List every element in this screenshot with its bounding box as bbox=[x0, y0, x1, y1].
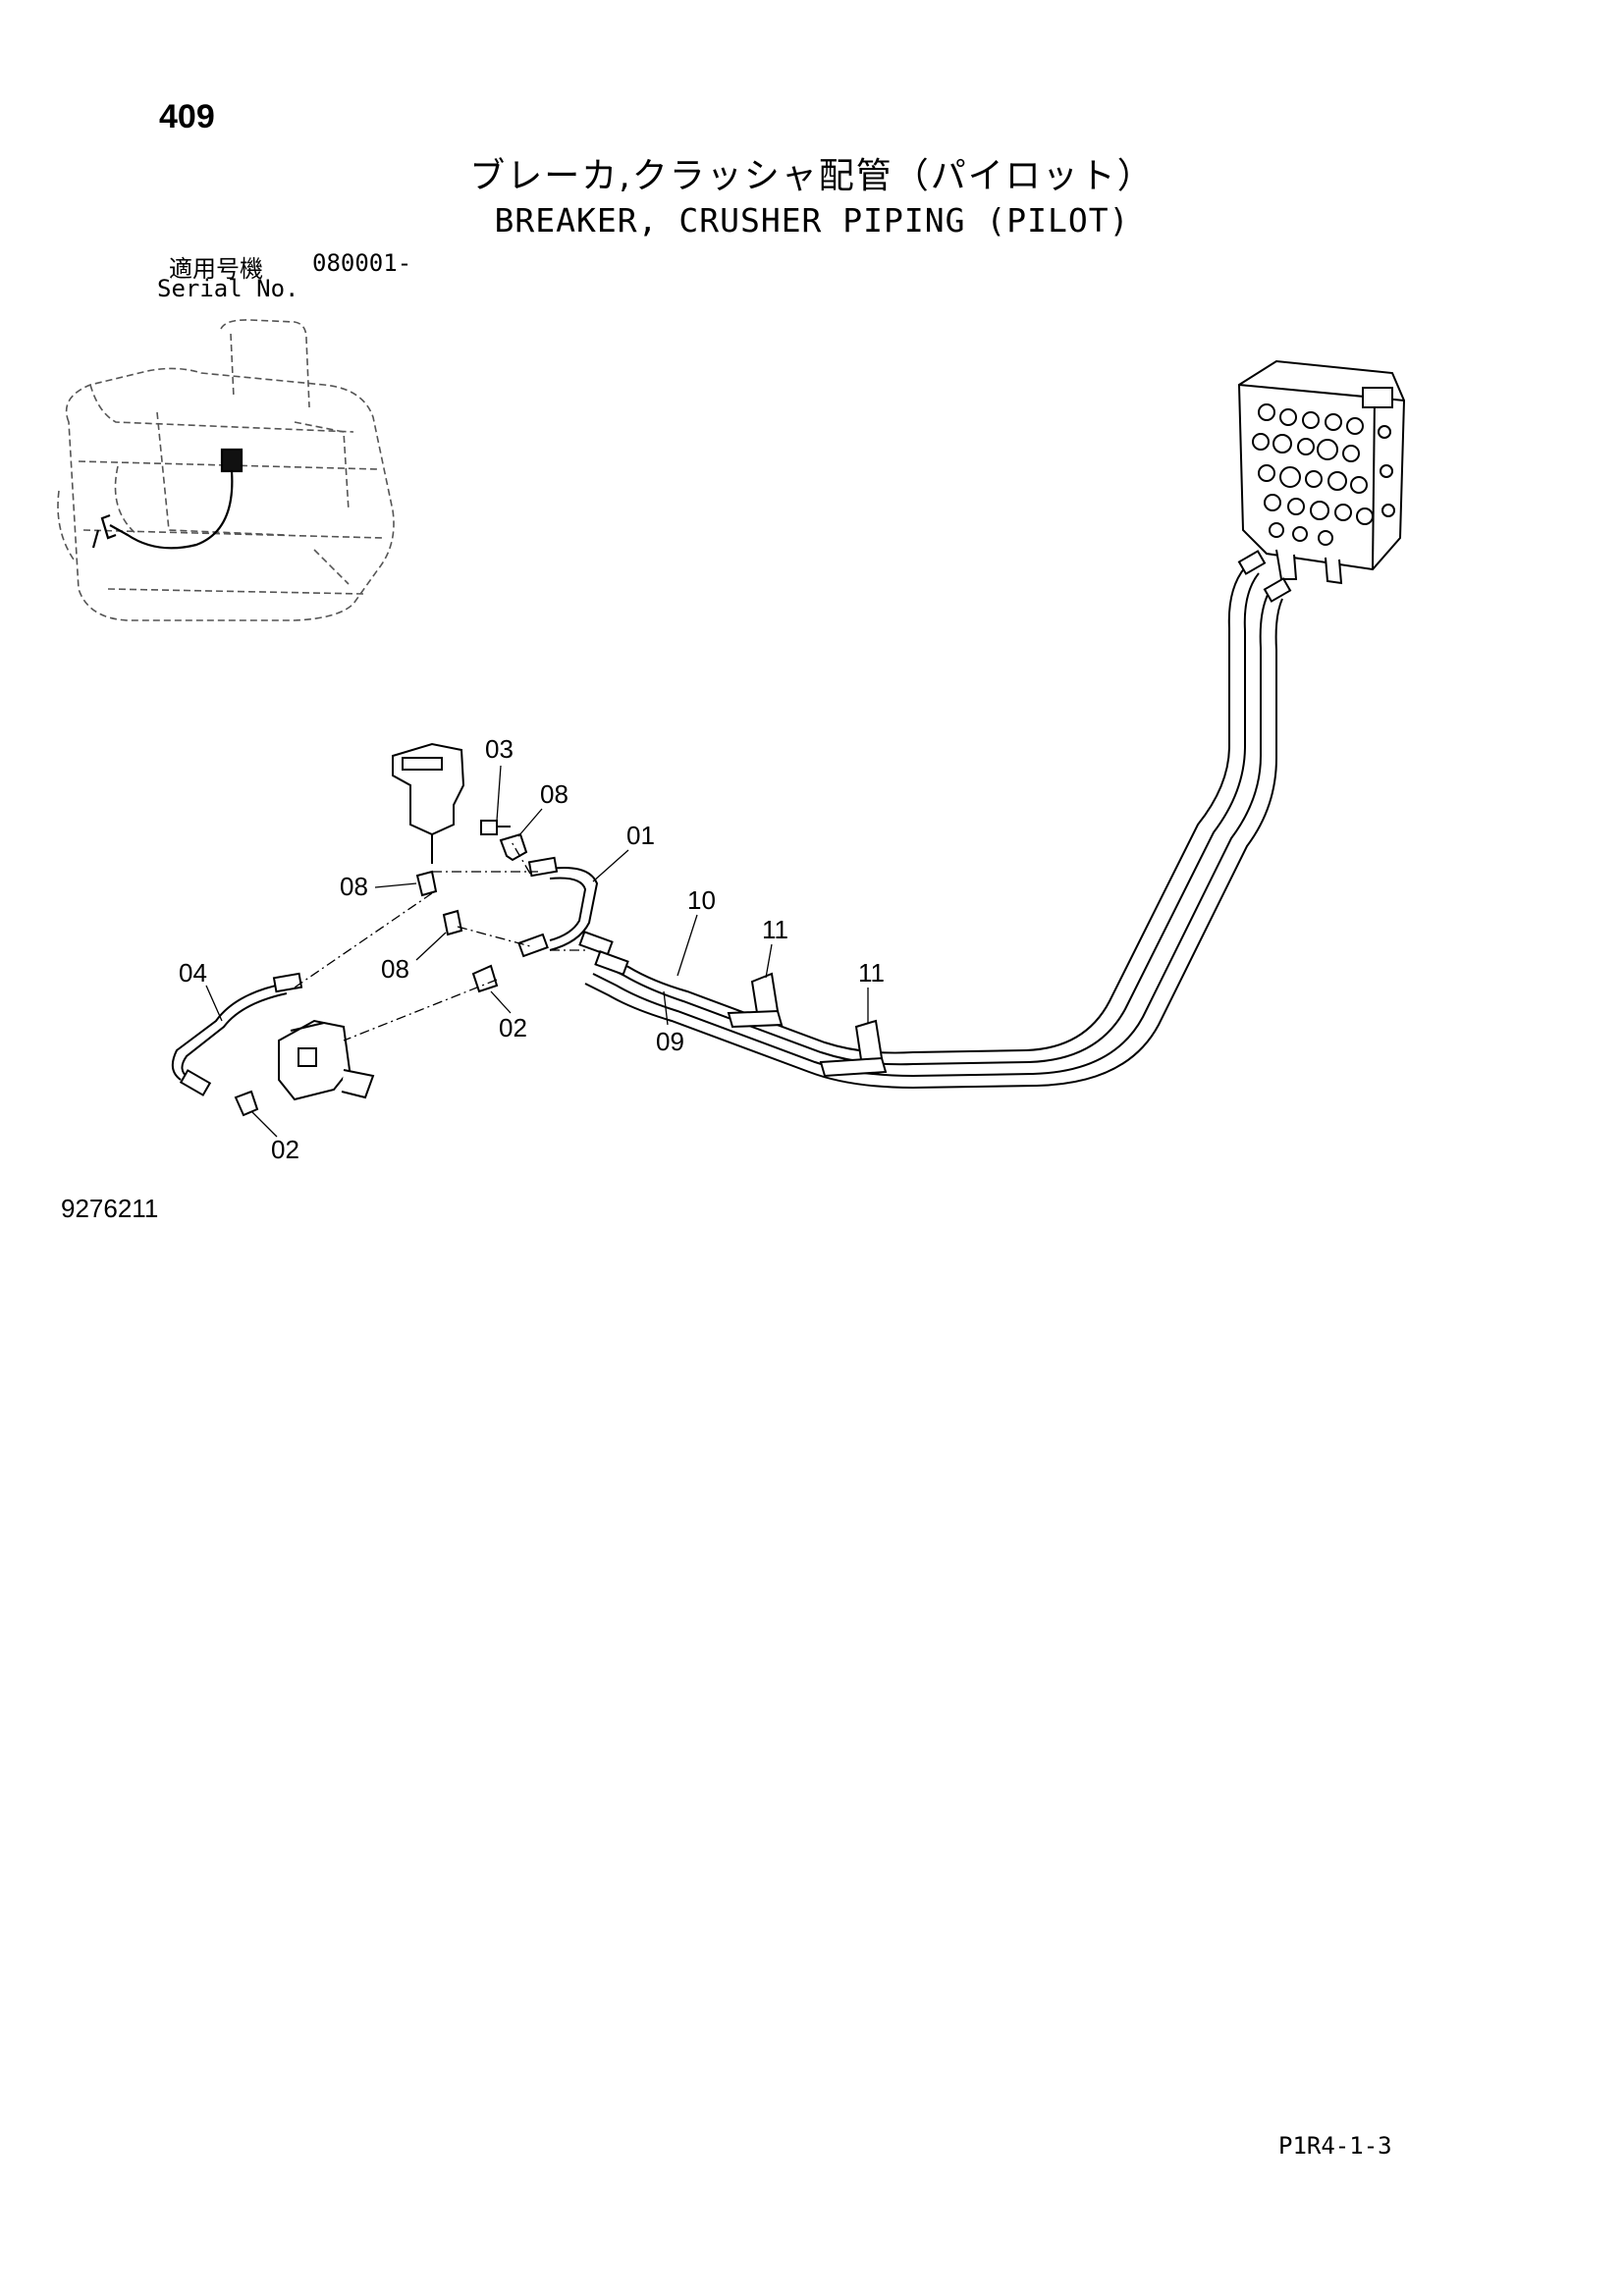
title-japanese: ブレーカ,クラッシャ配管（パイロット） bbox=[469, 156, 1155, 196]
callout-labels: 03 08 01 08 10 11 11 04 08 02 09 02 bbox=[179, 734, 885, 1164]
hose-04-fittings bbox=[179, 972, 303, 1117]
hose-end-fittings bbox=[578, 550, 1292, 976]
callout-11-left: 11 bbox=[762, 915, 788, 944]
page-number: 409 bbox=[159, 98, 215, 135]
hose-09-10 bbox=[584, 566, 1283, 1090]
hose-04 bbox=[171, 983, 288, 1081]
callout-10: 10 bbox=[687, 885, 716, 915]
figure-number: 9276211 bbox=[61, 1194, 159, 1223]
callout-08-upper: 08 bbox=[540, 779, 568, 809]
serial-number-value: 080001- bbox=[312, 249, 412, 277]
callout-04: 04 bbox=[179, 958, 207, 988]
pilot-valve-upper bbox=[392, 742, 511, 864]
callout-08-lower: 08 bbox=[381, 954, 409, 984]
pilot-valve-lower bbox=[278, 1019, 375, 1101]
callout-09: 09 bbox=[656, 1027, 684, 1056]
page-code: P1R4-1-3 bbox=[1278, 2132, 1392, 2160]
callout-11-right: 11 bbox=[858, 958, 885, 988]
serial-label-english: Serial No. bbox=[157, 275, 299, 302]
callout-08-left: 08 bbox=[340, 872, 368, 901]
callout-02-right: 02 bbox=[499, 1013, 527, 1042]
callout-01: 01 bbox=[626, 821, 655, 850]
title-english: BREAKER, CRUSHER PIPING (PILOT) bbox=[494, 201, 1130, 240]
leader-lines bbox=[294, 839, 589, 1041]
control-valve-block bbox=[1237, 359, 1406, 585]
callout-03: 03 bbox=[485, 734, 514, 764]
machine-overview-sketch bbox=[57, 319, 395, 621]
hose-01-fittings bbox=[517, 856, 559, 958]
hose-01 bbox=[549, 867, 599, 951]
elbow-fittings bbox=[415, 832, 528, 993]
clamp-11-parts bbox=[727, 972, 888, 1078]
serial-label-japanese: 適用号機 bbox=[169, 255, 263, 283]
callout-02-bottom: 02 bbox=[271, 1135, 299, 1164]
machine-overview-highlight bbox=[91, 448, 244, 550]
